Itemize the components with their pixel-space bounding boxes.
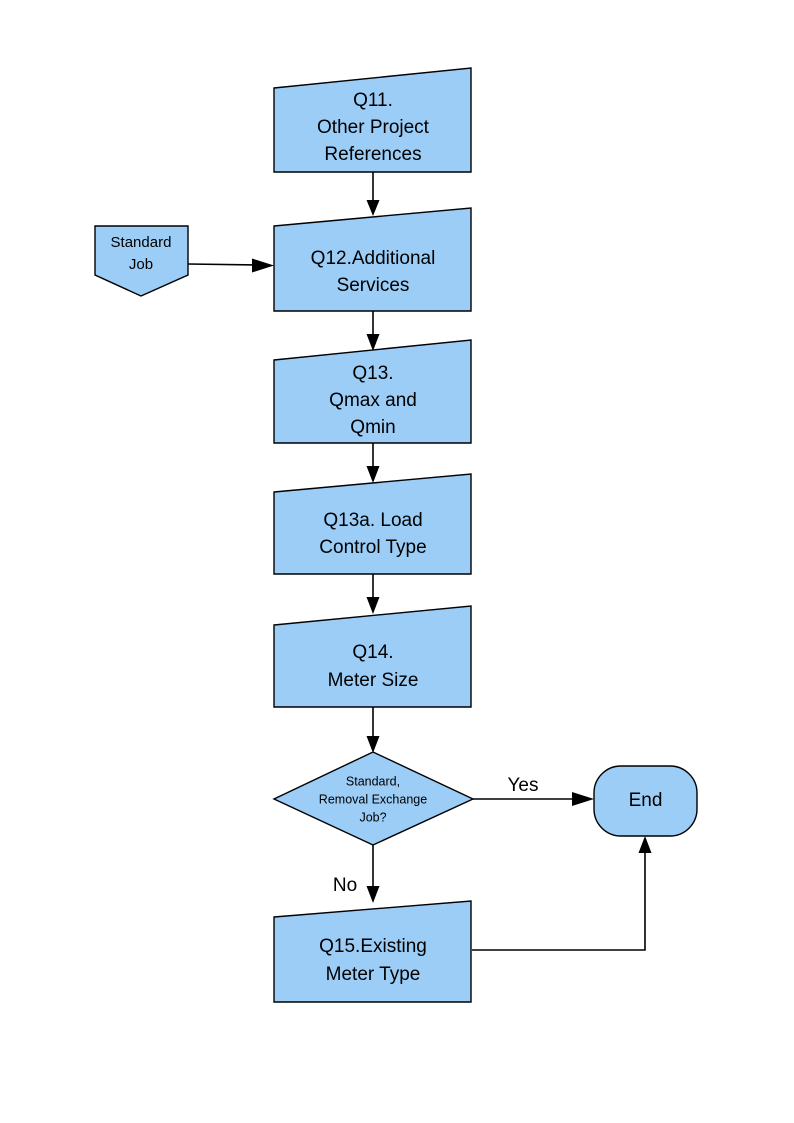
node-standard-job[interactable]: Standard Job [94, 225, 189, 297]
node-end-label: End [629, 790, 663, 811]
node-end-shape[interactable] [593, 765, 698, 837]
node-q14-line-1: Q14. [352, 642, 393, 663]
node-q14-line-2: Meter Size [328, 670, 419, 691]
node-end[interactable]: End [593, 765, 698, 837]
node-q11-line-2: Other Project [317, 117, 430, 138]
node-q13[interactable]: Q13. Qmax and Qmin [273, 339, 472, 444]
node-q14[interactable]: Q14. Meter Size [273, 605, 472, 708]
edge-q13a-to-q14 [366, 574, 380, 614]
node-standard-job-shape[interactable] [94, 225, 189, 297]
edge-decision-to-end-yes [473, 792, 594, 806]
edge-label-yes: Yes [508, 775, 539, 796]
node-decision-line-2: Removal Exchange [319, 792, 427, 806]
edge-q14-to-decision [366, 707, 380, 753]
node-q15-shape[interactable] [273, 900, 472, 1003]
node-q12-line-1: Q12.Additional [311, 248, 436, 269]
edge-q13-to-q13a [366, 443, 380, 483]
edge-q12-to-q13 [366, 311, 380, 351]
node-decision-line-1: Standard, [346, 774, 400, 788]
node-q13a-line-2: Control Type [319, 537, 426, 558]
node-q13a-line-1: Q13a. Load [323, 510, 422, 531]
node-q13-line-3: Qmin [350, 417, 395, 438]
node-q12-shape[interactable] [273, 207, 472, 312]
node-q12[interactable]: Q12.Additional Services [273, 207, 472, 312]
node-q15-line-2: Meter Type [326, 964, 421, 985]
node-q15-line-1: Q15.Existing [319, 936, 427, 957]
edge-q11-to-q12 [366, 172, 380, 216]
node-q12-line-2: Services [337, 275, 410, 296]
node-q11-shape[interactable] [273, 67, 472, 173]
edge-q15-to-end [472, 836, 652, 951]
node-q11[interactable]: Q11. Other Project References [273, 67, 472, 173]
node-q15[interactable]: Q15.Existing Meter Type [273, 900, 472, 1003]
edge-label-no: No [333, 875, 357, 896]
node-decision-line-3: Job? [359, 810, 386, 824]
node-q11-line-3: References [324, 144, 421, 165]
node-q13-line-1: Q13. [352, 363, 393, 384]
node-decision[interactable]: Standard, Removal Exchange Job? [272, 751, 475, 846]
node-standard-job-line-1: Standard [111, 234, 172, 251]
node-q13a[interactable]: Q13a. Load Control Type [273, 473, 472, 575]
node-q14-shape[interactable] [273, 605, 472, 708]
node-standard-job-line-2: Job [129, 256, 153, 273]
node-decision-shape[interactable] [272, 751, 475, 846]
node-q13-line-2: Qmax and [329, 390, 417, 411]
node-q13-shape[interactable] [273, 339, 472, 444]
node-q11-line-1: Q11. [353, 90, 393, 111]
edge-standard-job-to-q12 [187, 258, 274, 273]
edge-labels-layer: Yes No [333, 775, 539, 896]
edge-decision-to-q15-no [366, 845, 380, 903]
node-q13a-shape[interactable] [273, 473, 472, 575]
connectors-layer [187, 172, 652, 951]
